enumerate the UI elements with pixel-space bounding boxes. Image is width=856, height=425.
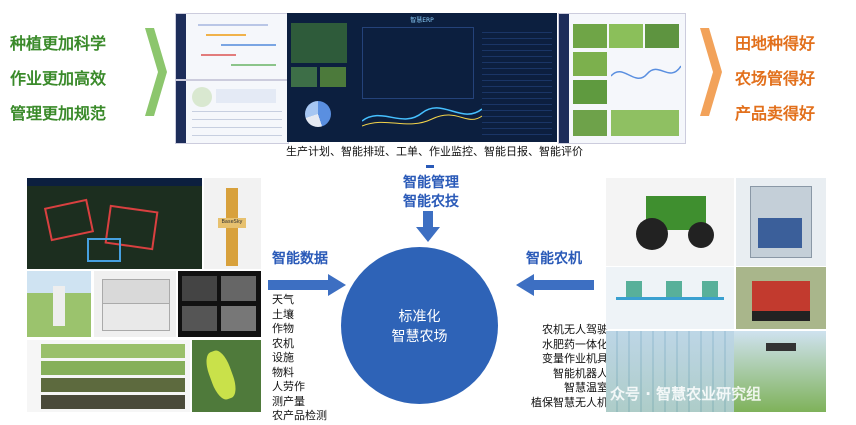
greenhouse-drone-image: [606, 331, 826, 412]
green-chevron-icon: [145, 28, 167, 116]
circle-line-standard: 标准化: [398, 309, 441, 325]
smart-machinery-label: 智能农机: [526, 251, 582, 267]
center-circle: 标准化 智慧农场: [341, 247, 498, 404]
aerial-field-image: [192, 340, 261, 412]
right-slogans: 田地种得好 农场管得好 产品卖得好: [735, 33, 850, 125]
slogan-science: 种植更加科学: [10, 34, 107, 53]
data-items-list: 天气 土壤 作物 农机 设施 物料 人劳作 测产量 农产品检测: [272, 293, 352, 424]
field-robot-image: [736, 267, 826, 329]
data-item: 天气: [272, 293, 294, 306]
screen-schedule: [175, 13, 289, 80]
left-slogans: 种植更加科学 作业更加高效 管理更加规范: [10, 33, 140, 125]
leaf-analysis-image: [178, 271, 261, 337]
machine-item: 智能机器人: [553, 366, 608, 380]
data-item: 农产品检测: [272, 409, 327, 422]
smart-data-label: 智能数据: [272, 251, 328, 267]
machine-item: 植保智慧无人机: [531, 395, 608, 409]
variable-sprayer-image: [606, 267, 734, 329]
data-item: 农机: [272, 336, 294, 350]
soil-sensor-image: BaseSky: [204, 178, 261, 269]
data-item: 物料: [272, 365, 294, 379]
data-item: 设施: [272, 351, 294, 364]
growth-stages-image: [27, 340, 190, 412]
top-caption: 生产计划、智能排班、工单、作业监控、智能日报、智能评价: [286, 145, 583, 158]
machine-items-list: 农机无人驾驶 水肥药一体化 变量作业机具 智能机器人 智慧温室 植保智慧无人机: [512, 323, 608, 410]
slogan-standard: 管理更加规范: [10, 104, 107, 123]
machine-item: 农机无人驾驶: [542, 323, 608, 336]
weather-station-image: [27, 271, 91, 337]
sensor-brand-text: BaseSky: [221, 219, 243, 225]
top-divider: [426, 165, 434, 168]
slogan-efficiency: 作业更加高效: [10, 69, 107, 88]
machine-item: 水肥药一体化: [542, 337, 608, 351]
slogan-product: 产品卖得好: [735, 104, 816, 123]
data-item: 测产量: [272, 394, 305, 408]
map-dashboard-image: [27, 178, 202, 269]
right-arrow-icon: [268, 274, 346, 296]
screen-crop-monitor: [558, 13, 686, 144]
data-item: 作物: [272, 322, 294, 335]
smart-mgmt-label: 智能管理: [403, 175, 459, 191]
slogan-farm: 农场管得好: [735, 69, 816, 88]
machine-item: 变量作业机具: [542, 352, 608, 365]
slogan-field: 田地种得好: [735, 34, 816, 53]
down-arrow-icon: [416, 211, 440, 242]
screen-erp-dashboard: 智慧ERP: [287, 13, 557, 142]
test-kit-image: [94, 271, 176, 337]
left-arrow-icon: [516, 274, 594, 296]
tractor-image: [606, 178, 734, 266]
data-item: 土壤: [272, 307, 294, 321]
irrigation-machine-image: [736, 178, 826, 266]
data-item: 人劳作: [272, 380, 305, 393]
erp-title: 智慧ERP: [410, 17, 434, 24]
watermark-text: 众号 · 智慧农业研究组: [610, 385, 762, 403]
screen-workorder: [175, 80, 289, 144]
circle-line-farm: 智慧农场: [391, 329, 448, 345]
smart-tech-label: 智能农技: [403, 194, 459, 210]
machine-item: 智慧温室: [564, 381, 608, 394]
orange-chevron-icon: [700, 28, 722, 116]
